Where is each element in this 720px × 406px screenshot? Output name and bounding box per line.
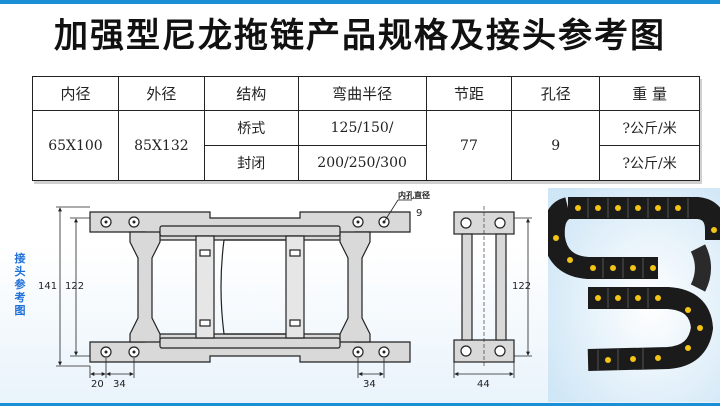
- table-row: 65X100 85X132 桥式 125/150/ 77 9 ?公斤/米: [32, 110, 700, 181]
- side-rail-right: [495, 233, 507, 341]
- dim-20: 20: [91, 379, 104, 390]
- spec-table: 内径 外径 结构 弯曲半径 节距 孔径 重 量 65X100 85X132 桥式…: [32, 76, 700, 181]
- inner-rib: [285, 235, 305, 339]
- header-hole-dia: 孔径: [511, 76, 601, 111]
- dim-122: 122: [65, 281, 84, 292]
- page-title: 加强型尼龙拖链产品规格及接头参考图: [54, 16, 666, 56]
- left-link: [129, 231, 161, 343]
- inner-rib: [195, 235, 215, 339]
- side-rail-left: [461, 233, 473, 341]
- crossbar-top: [159, 225, 341, 237]
- cell-outer-dia: 85X132: [117, 110, 205, 181]
- slot: [289, 319, 301, 327]
- side-dimensions: [453, 217, 532, 378]
- slot: [199, 249, 211, 257]
- cell-pitch: 77: [425, 110, 513, 181]
- hole-diameter-value: 9: [416, 208, 422, 219]
- chain-link-dividers: [587, 198, 689, 370]
- table-header-row: 内径 外径 结构 弯曲半径 节距 孔径 重 量: [32, 76, 700, 111]
- side-label-connector-reference: 接 头 参 考 图: [13, 252, 27, 317]
- hole-centers: [104, 220, 386, 354]
- header-inner-dia: 内径: [32, 76, 119, 111]
- side-label-char: 接: [14, 252, 26, 265]
- bottom-accent-bar: [0, 403, 720, 406]
- side-label-char: 考: [14, 291, 26, 304]
- cell-inner-dia: 65X100: [32, 110, 119, 181]
- slot: [289, 249, 301, 257]
- side-label-char: 图: [14, 304, 26, 317]
- cell-bend-radius-1: 125/150/: [297, 110, 427, 146]
- side-dim-44: 44: [477, 379, 490, 390]
- dim-34-right: 34: [363, 379, 376, 390]
- cell-weight-1: ?公斤/米: [599, 110, 700, 146]
- table-row: 封闭 200/250/300 ?公斤/米: [33, 145, 700, 181]
- center-opening: [220, 239, 294, 335]
- cell-weight-2: ?公斤/米: [599, 145, 700, 181]
- front-view: [89, 211, 411, 363]
- header-outer-dia: 外径: [117, 76, 205, 111]
- side-label-char: 头: [14, 265, 26, 278]
- header-structure: 结构: [203, 76, 299, 111]
- side-label-char: 参: [14, 278, 26, 291]
- dim-34-left: 34: [113, 379, 126, 390]
- front-dimensions: [56, 199, 412, 378]
- right-link: [339, 231, 371, 343]
- header-weight: 重 量: [599, 76, 700, 111]
- slot: [199, 319, 211, 327]
- chain-pins: [553, 205, 717, 363]
- top-accent-bar: [0, 0, 720, 4]
- cell-structure-closed: 封闭: [203, 145, 299, 181]
- side-holes: [460, 217, 506, 357]
- header-pitch: 节距: [425, 76, 513, 111]
- cell-hole: 9: [511, 110, 601, 181]
- header-bend-radius: 弯曲半径: [297, 76, 427, 111]
- cell-bend-radius-2: 200/250/300: [297, 145, 427, 181]
- dim-141: 141: [38, 281, 57, 292]
- drag-chain-photo: [548, 188, 720, 402]
- crossbar-bottom: [159, 337, 341, 349]
- hole-diameter-label: 内孔直径: [398, 190, 430, 200]
- side-dim-122: 122: [512, 281, 531, 292]
